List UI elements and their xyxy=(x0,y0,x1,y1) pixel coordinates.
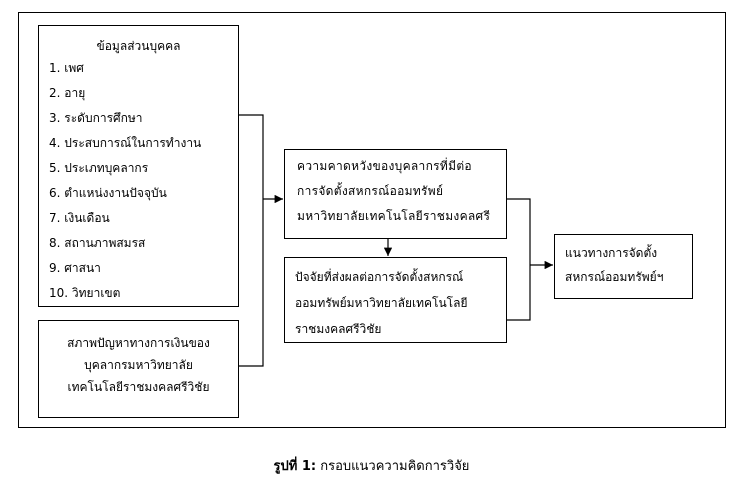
connector-expectation-to-merge xyxy=(507,198,531,265)
list-item: 2. อายุ xyxy=(49,86,86,100)
expectation-box: ความคาดหวังของบุคลากรที่มีต่อ การจัดตั้ง… xyxy=(284,149,507,239)
box-text-line: การจัดตั้งสหกรณ์ออมทรัพย์ xyxy=(297,184,444,198)
caption-label: รูปที่ 1: xyxy=(273,459,317,474)
connector-finance-to-merge xyxy=(239,199,264,367)
box-text-line: มหาวิทยาลัยเทคโนโลยีราชมงคลศรี xyxy=(297,209,491,223)
caption-text: กรอบแนวความคิดการวิจัย xyxy=(316,459,470,474)
list-item: 1. เพศ xyxy=(49,61,84,75)
box-text-line: ปัจจัยที่ส่งผลต่อการจัดตั้งสหกรณ์ xyxy=(295,270,464,284)
box-text-line: เทคโนโลยีราชมงคลศรีวิชัย xyxy=(67,380,210,394)
list-item: 8. สถานภาพสมรส xyxy=(49,236,146,250)
personal-data-title: ข้อมูลส่วนบุคคล xyxy=(96,39,181,53)
connector-factors-to-merge xyxy=(507,265,531,321)
list-item: 9. ศาสนา xyxy=(49,261,101,275)
figure-frame xyxy=(18,12,726,428)
connector-personal-to-merge xyxy=(239,114,264,199)
box-text-line: ความคาดหวังของบุคลากรที่มีต่อ xyxy=(297,159,472,173)
list-item: 6. ตำแหน่งงานปัจจุบัน xyxy=(49,186,167,200)
figure-caption: รูปที่ 1: กรอบแนวความคิดการวิจัย xyxy=(0,455,743,476)
list-item: 7. เงินเดือน xyxy=(49,211,110,225)
box-text-line: บุคลากรมหาวิทยาลัย xyxy=(84,358,193,372)
list-item: 3. ระดับการศึกษา xyxy=(49,111,143,125)
financial-problem-box: สภาพปัญหาทางการเงินของ บุคลากรมหาวิทยาลั… xyxy=(38,320,239,418)
box-text-line: สหกรณ์ออมทรัพย์ฯ xyxy=(565,270,664,284)
list-item: 4. ประสบการณ์ในการทำงาน xyxy=(49,136,202,150)
personal-data-box: ข้อมูลส่วนบุคคล 1. เพศ 2. อายุ 3. ระดับก… xyxy=(38,25,239,307)
box-text-line: ออมทรัพย์มหาวิทยาลัยเทคโนโลยี xyxy=(295,296,468,310)
box-text-line: แนวทางการจัดตั้ง xyxy=(565,246,658,260)
factors-box: ปัจจัยที่ส่งผลต่อการจัดตั้งสหกรณ์ ออมทรั… xyxy=(284,257,507,343)
list-item: 10. วิทยาเขต xyxy=(49,286,121,300)
list-item: 5. ประเภทบุคลากร xyxy=(49,161,149,175)
guideline-box: แนวทางการจัดตั้ง สหกรณ์ออมทรัพย์ฯ xyxy=(554,234,693,299)
box-text-line: ราชมงคลศรีวิชัย xyxy=(295,322,382,336)
personal-data-list: 1. เพศ 2. อายุ 3. ระดับการศึกษา 4. ประสบ… xyxy=(39,56,238,306)
box-text-line: สภาพปัญหาทางการเงินของ xyxy=(67,336,210,350)
